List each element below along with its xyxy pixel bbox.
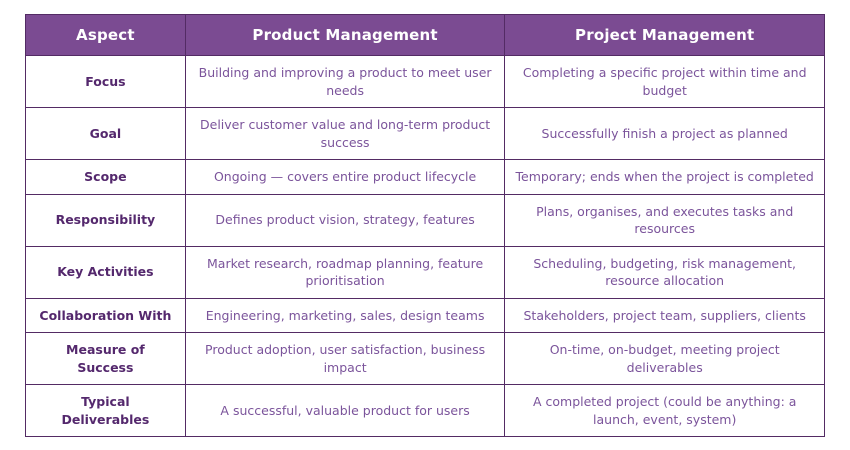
table-row: Focus Building and improving a product t… bbox=[25, 55, 825, 108]
product-management-cell: Market research, roadmap planning, featu… bbox=[184, 245, 506, 299]
product-management-cell: Building and improving a product to meet… bbox=[184, 55, 506, 108]
header-aspect: Aspect bbox=[25, 14, 186, 56]
aspect-cell: Scope bbox=[25, 159, 186, 195]
table-body: Focus Building and improving a product t… bbox=[25, 55, 825, 437]
project-management-cell: Temporary; ends when the project is comp… bbox=[504, 159, 825, 195]
project-management-cell: Stakeholders, project team, suppliers, c… bbox=[504, 297, 825, 333]
project-management-cell: Plans, organises, and executes tasks and… bbox=[504, 193, 825, 247]
table-row: Measure of Success Product adoption, use… bbox=[25, 332, 825, 385]
project-management-cell: Successfully finish a project as planned bbox=[504, 107, 825, 160]
product-vs-project-comparison-table: Aspect Product Management Project Manage… bbox=[25, 14, 825, 437]
header-product-management: Product Management bbox=[184, 14, 506, 56]
project-management-cell: On-time, on-budget, meeting project deli… bbox=[504, 332, 825, 385]
table-row: Responsibility Defines product vision, s… bbox=[25, 193, 825, 247]
table-row: Typical Deliverables A successful, valua… bbox=[25, 384, 825, 437]
product-management-cell: A successful, valuable product for users bbox=[184, 384, 506, 437]
aspect-cell: Typical Deliverables bbox=[25, 384, 186, 437]
product-management-cell: Engineering, marketing, sales, design te… bbox=[184, 297, 506, 333]
aspect-cell: Responsibility bbox=[25, 193, 186, 247]
project-management-cell: Completing a specific project within tim… bbox=[504, 55, 825, 108]
table-row: Scope Ongoing — covers entire product li… bbox=[25, 159, 825, 195]
table-row: Goal Deliver customer value and long-ter… bbox=[25, 107, 825, 160]
product-management-cell: Deliver customer value and long-term pro… bbox=[184, 107, 506, 160]
header-project-management: Project Management bbox=[504, 14, 825, 56]
aspect-cell: Collaboration With bbox=[25, 297, 186, 333]
project-management-cell: Scheduling, budgeting, risk management, … bbox=[504, 245, 825, 299]
aspect-cell: Key Activities bbox=[25, 245, 186, 299]
header-row: Aspect Product Management Project Manage… bbox=[25, 14, 825, 56]
aspect-cell: Goal bbox=[25, 107, 186, 160]
project-management-cell: A completed project (could be anything: … bbox=[504, 384, 825, 437]
comparison-table-container: Aspect Product Management Project Manage… bbox=[25, 14, 825, 437]
product-management-cell: Defines product vision, strategy, featur… bbox=[184, 193, 506, 247]
table-row: Key Activities Market research, roadmap … bbox=[25, 245, 825, 299]
aspect-cell: Focus bbox=[25, 55, 186, 108]
aspect-cell: Measure of Success bbox=[25, 332, 186, 385]
table-row: Collaboration With Engineering, marketin… bbox=[25, 297, 825, 333]
product-management-cell: Ongoing — covers entire product lifecycl… bbox=[184, 159, 506, 195]
product-management-cell: Product adoption, user satisfaction, bus… bbox=[184, 332, 506, 385]
